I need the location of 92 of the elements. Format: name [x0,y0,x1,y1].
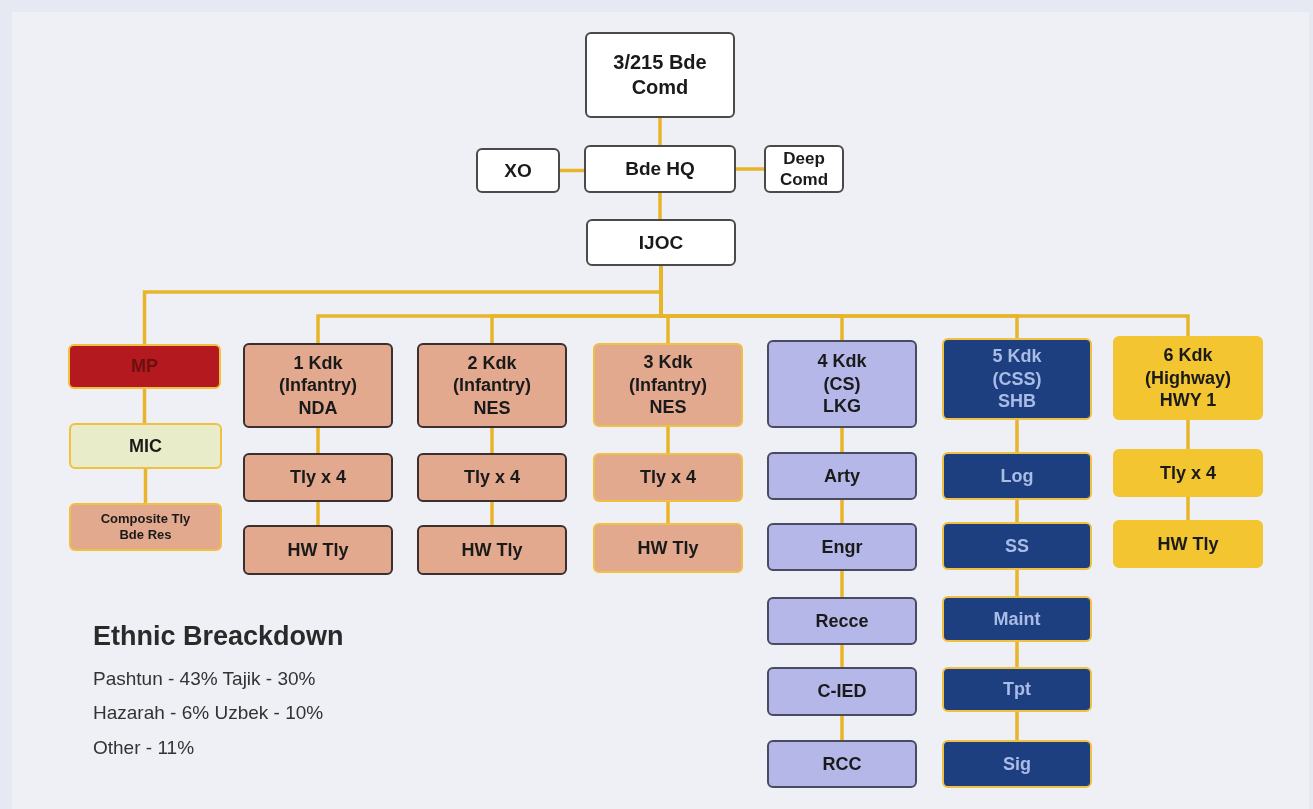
unit-label: Engr [821,535,863,559]
unit-label: MIC [129,434,162,458]
org-box [942,338,1092,420]
unit-label: Tly x 4 [290,466,346,489]
connector-line [1015,712,1019,740]
org-box [942,522,1092,570]
connector-line [840,645,844,667]
org-box [764,145,844,193]
org-box [942,452,1092,500]
connector-line [1015,570,1019,596]
org-box [767,452,917,500]
connector-line [560,168,584,173]
unit-label: MP [131,355,158,378]
org-box [68,344,221,389]
connector-line [490,502,494,525]
connector-line [142,389,147,423]
org-box [942,667,1092,712]
connector-line [1015,642,1019,667]
connector-line [736,167,764,171]
unit-label: HW Tly [461,538,523,562]
connector-line [658,193,662,219]
breakdown-text: Hazarah - 6% Uzbek - 10% [93,701,325,725]
connector-line [1015,500,1019,522]
breakdown-text: Other - 11% [93,735,196,760]
connector-line [840,571,844,597]
org-box [1113,336,1263,420]
unit-label: Bde HQ [625,157,695,181]
unit-label: 3/215 Bde Comd [612,50,708,100]
org-box [942,740,1092,788]
connector-line [316,428,320,453]
org-box [767,523,917,571]
unit-label: Composite Tly Bde Res [99,510,192,544]
unit-label: 6 Kdk (Highway) HWY 1 [1144,344,1232,412]
unit-label: HW Tly [637,536,699,560]
org-box [243,453,393,502]
unit-label: Tly x 4 [640,466,696,489]
org-box [584,145,736,193]
connector-line [143,469,148,503]
connector-line [840,428,844,452]
unit-label: HW Tly [1157,532,1219,556]
unit-label: SS [1005,534,1029,558]
connector-line [840,500,844,523]
unit-label: Tly x 4 [464,466,520,489]
unit-label: IJOC [638,230,684,255]
org-box [942,596,1092,642]
legend-heading: Ethnic Breackdown [93,620,344,653]
org-box [417,525,567,575]
connector-line [490,428,494,453]
org-box [243,525,393,575]
org-box [69,503,222,551]
org-box [243,343,393,428]
org-box [1113,449,1263,497]
org-box [767,740,917,788]
org-box [767,667,917,716]
unit-label: Tly x 4 [1160,461,1216,485]
unit-label: 4 Kdk (CS) LKG [816,350,868,418]
org-box [1113,520,1263,568]
org-box [417,343,567,428]
org-box [417,453,567,502]
connector-line [666,427,670,453]
unit-label: Maint [993,607,1041,631]
org-box [69,423,222,469]
unit-label: XO [504,158,532,183]
unit-label: HW Tly [287,538,349,562]
unit-label: Deep Comd [778,147,830,191]
unit-label: Sig [1003,752,1031,776]
connector-line [840,716,844,740]
connector-line [666,502,670,523]
unit-label: Tpt [1003,678,1031,701]
unit-label: 3 Kdk (Infantry) NES [628,351,708,419]
unit-label: Log [1000,464,1034,488]
org-box [593,343,743,427]
unit-label: C-IED [817,680,867,703]
org-box [767,340,917,428]
org-box [476,148,560,193]
connector-line [1186,420,1190,449]
unit-label: RCC [822,752,862,776]
unit-label: Arty [824,464,860,488]
org-box [585,32,735,118]
connector-line [658,118,662,145]
unit-label: 1 Kdk (Infantry) NDA [278,351,358,420]
unit-label: 2 Kdk (Infantry) NES [452,351,532,420]
connector-line [1186,497,1190,520]
breakdown-text: Pashtun - 43% Tajik - 30% [93,666,317,691]
connector-line [1015,420,1019,452]
connector-line [316,502,320,525]
unit-label: 5 Kdk (CSS) SHB [991,345,1043,413]
org-box [593,453,743,502]
org-box [586,219,736,266]
unit-label: Recce [815,609,869,633]
org-box [593,523,743,573]
org-box [767,597,917,645]
